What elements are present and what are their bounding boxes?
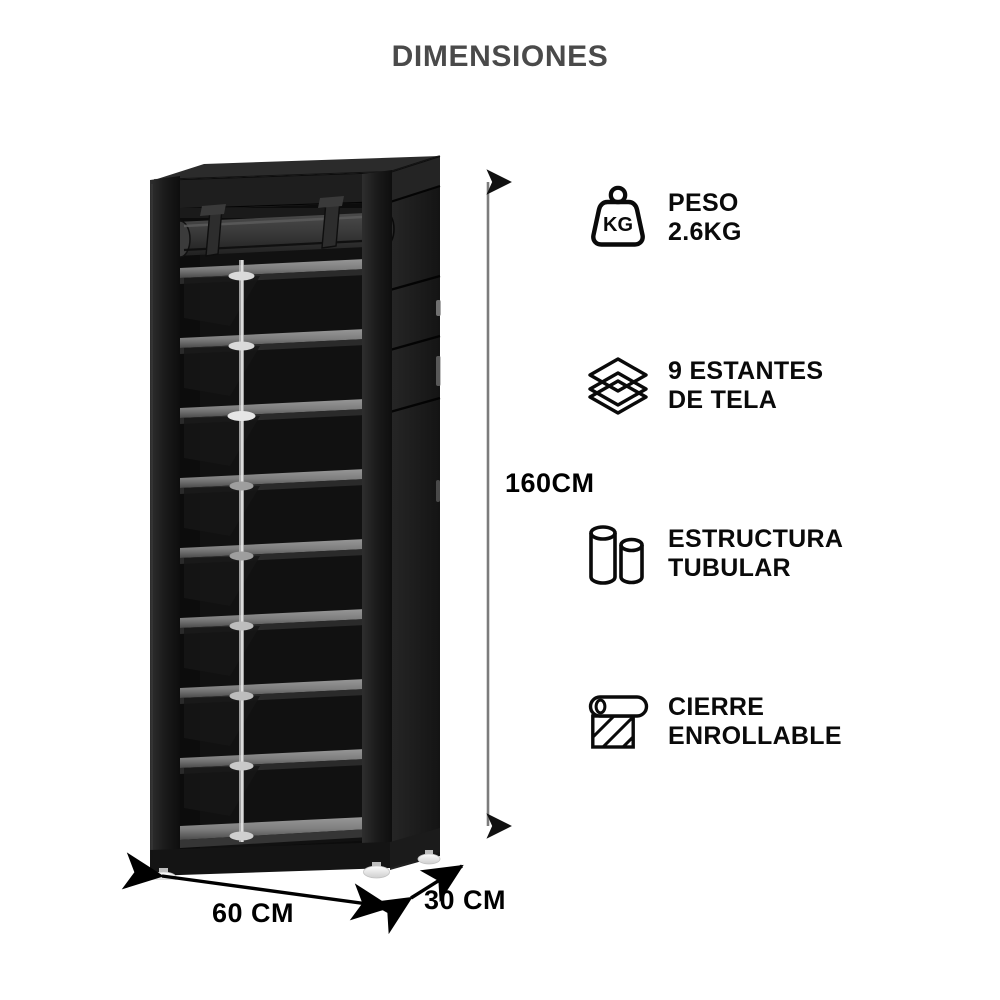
feature-line-1: ESTRUCTURA [668,524,844,553]
feature-label-cierre: CIERRE ENROLLABLE [668,693,842,752]
feature-line-2: TUBULAR [668,554,791,582]
rack-side-panel [389,156,441,870]
feature-item-estantes: 9 ESTANTES DE TELA [580,338,980,434]
feature-list: KG PESO 2.6KG 9 ESTANTES [580,170,980,842]
weight-icon-unit-text: KG [603,214,633,236]
width-dimension-label: 60 CM [212,898,295,928]
rack-front-right-post [362,170,392,868]
weight-kg-icon: KG [580,180,656,256]
feature-line-1: CIERRE [668,692,765,721]
roll-up-cover-icon [580,684,656,760]
feature-label-estantes: 9 ESTANTES DE TELA [668,357,823,416]
rack-front-left-post [150,176,180,872]
depth-dimension-label: 30 CM [424,885,507,915]
feature-label-peso: PESO 2.6KG [668,189,742,248]
feature-label-estructura: ESTRUCTURA TUBULAR [668,525,843,584]
page-title: DIMENSIONES [391,40,609,73]
feature-item-peso: KG PESO 2.6KG [580,170,980,266]
center-support-pole [227,260,256,842]
layers-icon [580,348,656,424]
feature-line-2: 2.6KG [668,218,742,246]
tubes-icon [580,516,656,592]
feature-item-cierre: CIERRE ENROLLABLE [580,674,980,770]
height-dimension-label: 160CM [505,468,595,498]
feature-line-1: 9 ESTANTES [668,356,824,385]
feature-line-1: PESO [668,188,739,217]
feature-line-2: DE TELA [668,386,778,414]
feature-item-estructura: ESTRUCTURA TUBULAR [580,506,980,602]
product-illustration [140,150,480,880]
feature-line-2: ENROLLABLE [668,722,842,750]
